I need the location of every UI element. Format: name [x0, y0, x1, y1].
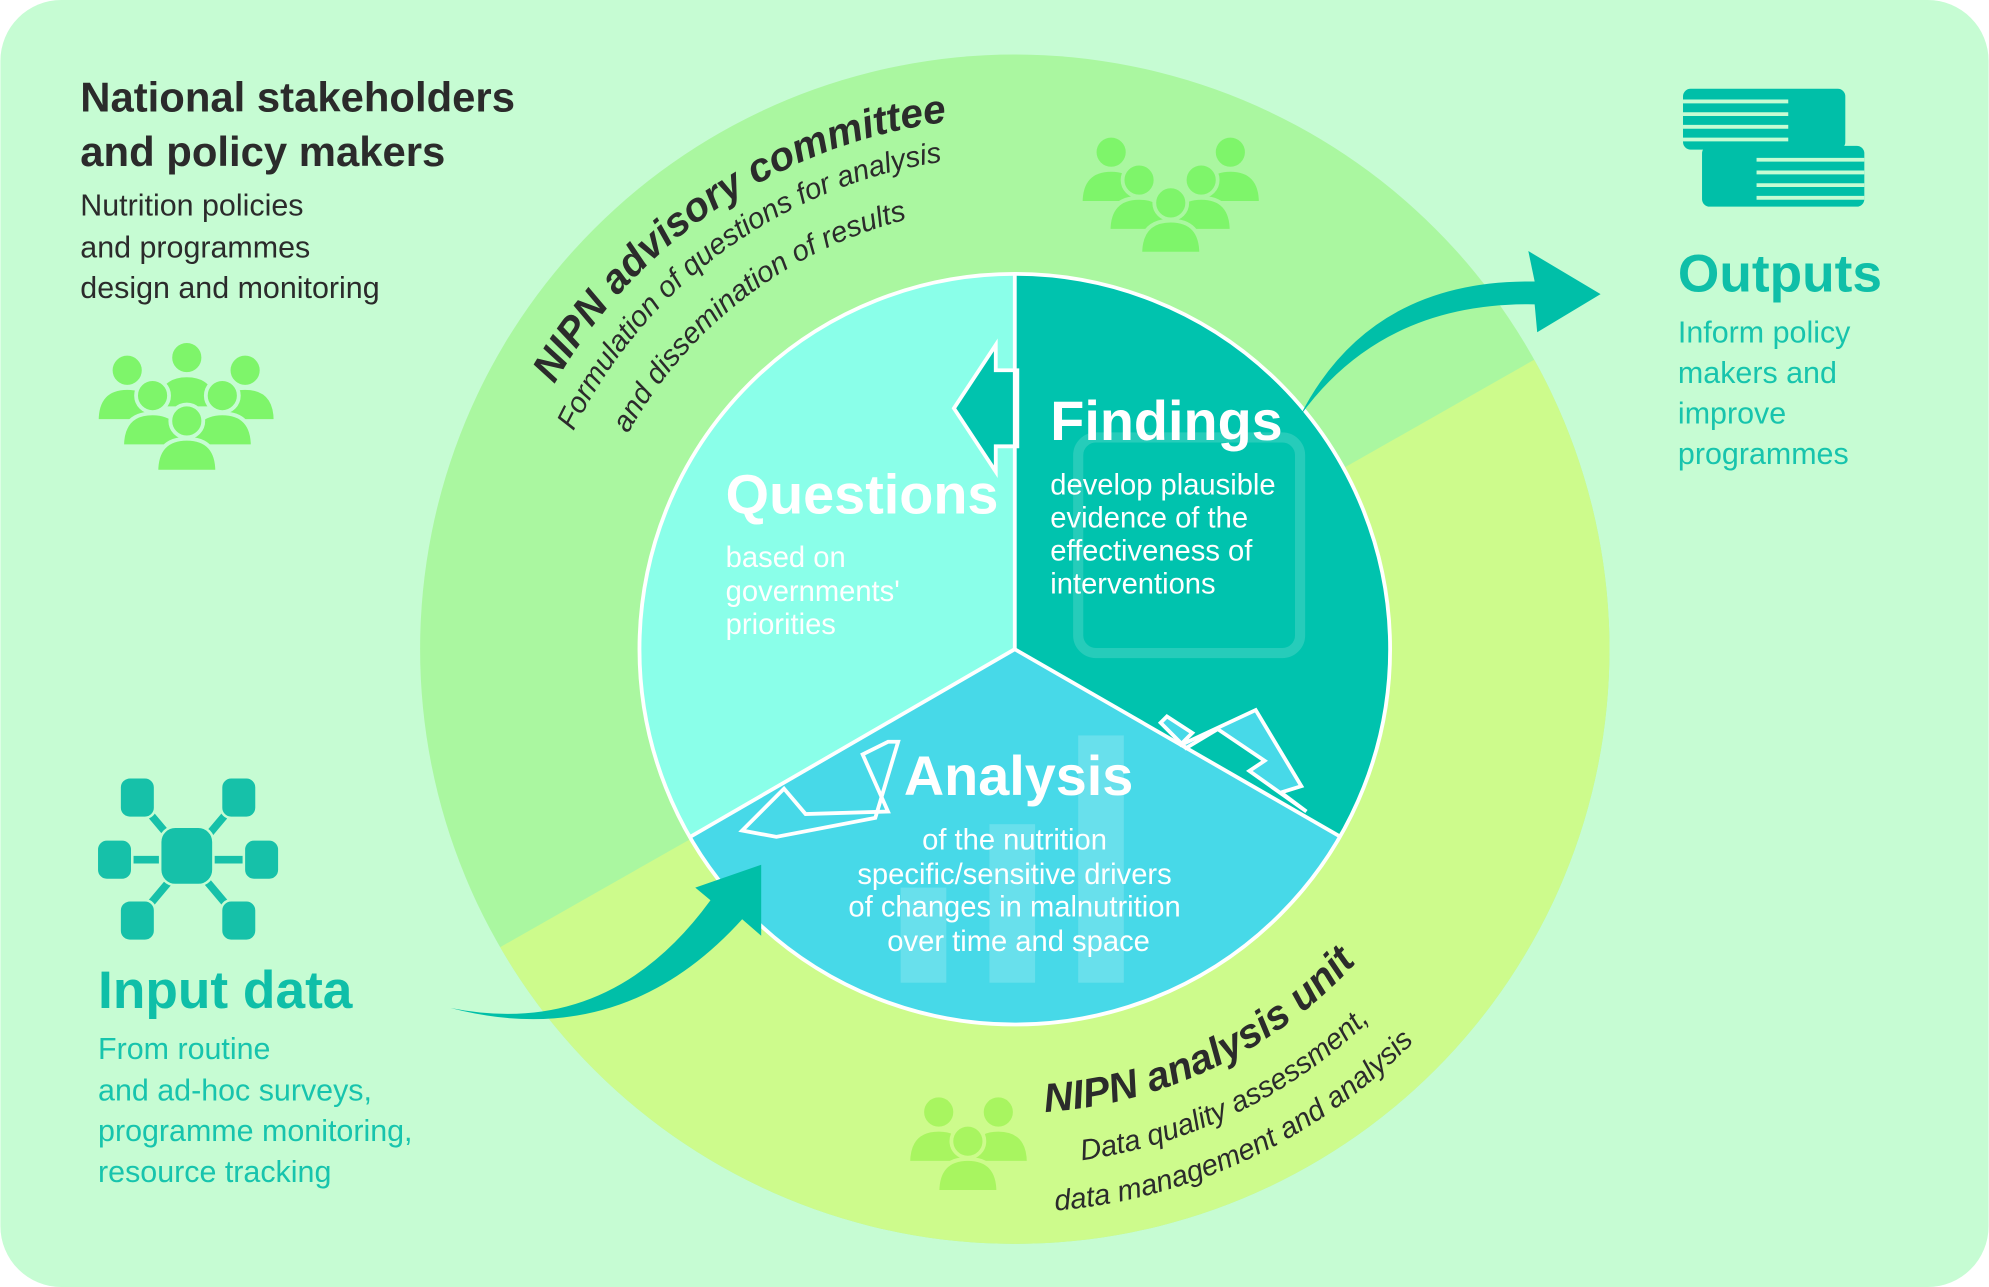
stakeholders-body: Nutrition policies and programmes design…: [80, 189, 379, 305]
findings-title: Findings: [1050, 389, 1282, 452]
analysis-body: of the nutrition specific/sensitive driv…: [848, 825, 1188, 958]
output-arrow: [1300, 251, 1601, 416]
document-watermark-icon: [1073, 432, 1306, 659]
stakeholders-title: National stakeholders and policy makers: [80, 74, 526, 176]
input-data-body: From routine and ad-hoc surveys, program…: [98, 1032, 421, 1189]
input-data-title: Input data: [98, 961, 353, 1020]
analysis-title: Analysis: [904, 744, 1133, 807]
outputs-title: Outputs: [1678, 245, 1882, 304]
findings-body: develop plausible evidence of the effect…: [1050, 470, 1283, 601]
analysis-to-questions-arrow: [738, 739, 901, 839]
outputs-body: Inform policy makers and improve program…: [1678, 315, 1859, 471]
questions-title: Questions: [726, 463, 999, 526]
questions-body: based on governments' priorities: [726, 542, 908, 641]
chart-watermark-icon: [900, 735, 1124, 983]
database-network-icon: [95, 776, 281, 943]
books-icon: [1683, 88, 1865, 207]
analysis-sector: [639, 649, 1391, 1025]
input-arrow: [450, 864, 762, 1020]
